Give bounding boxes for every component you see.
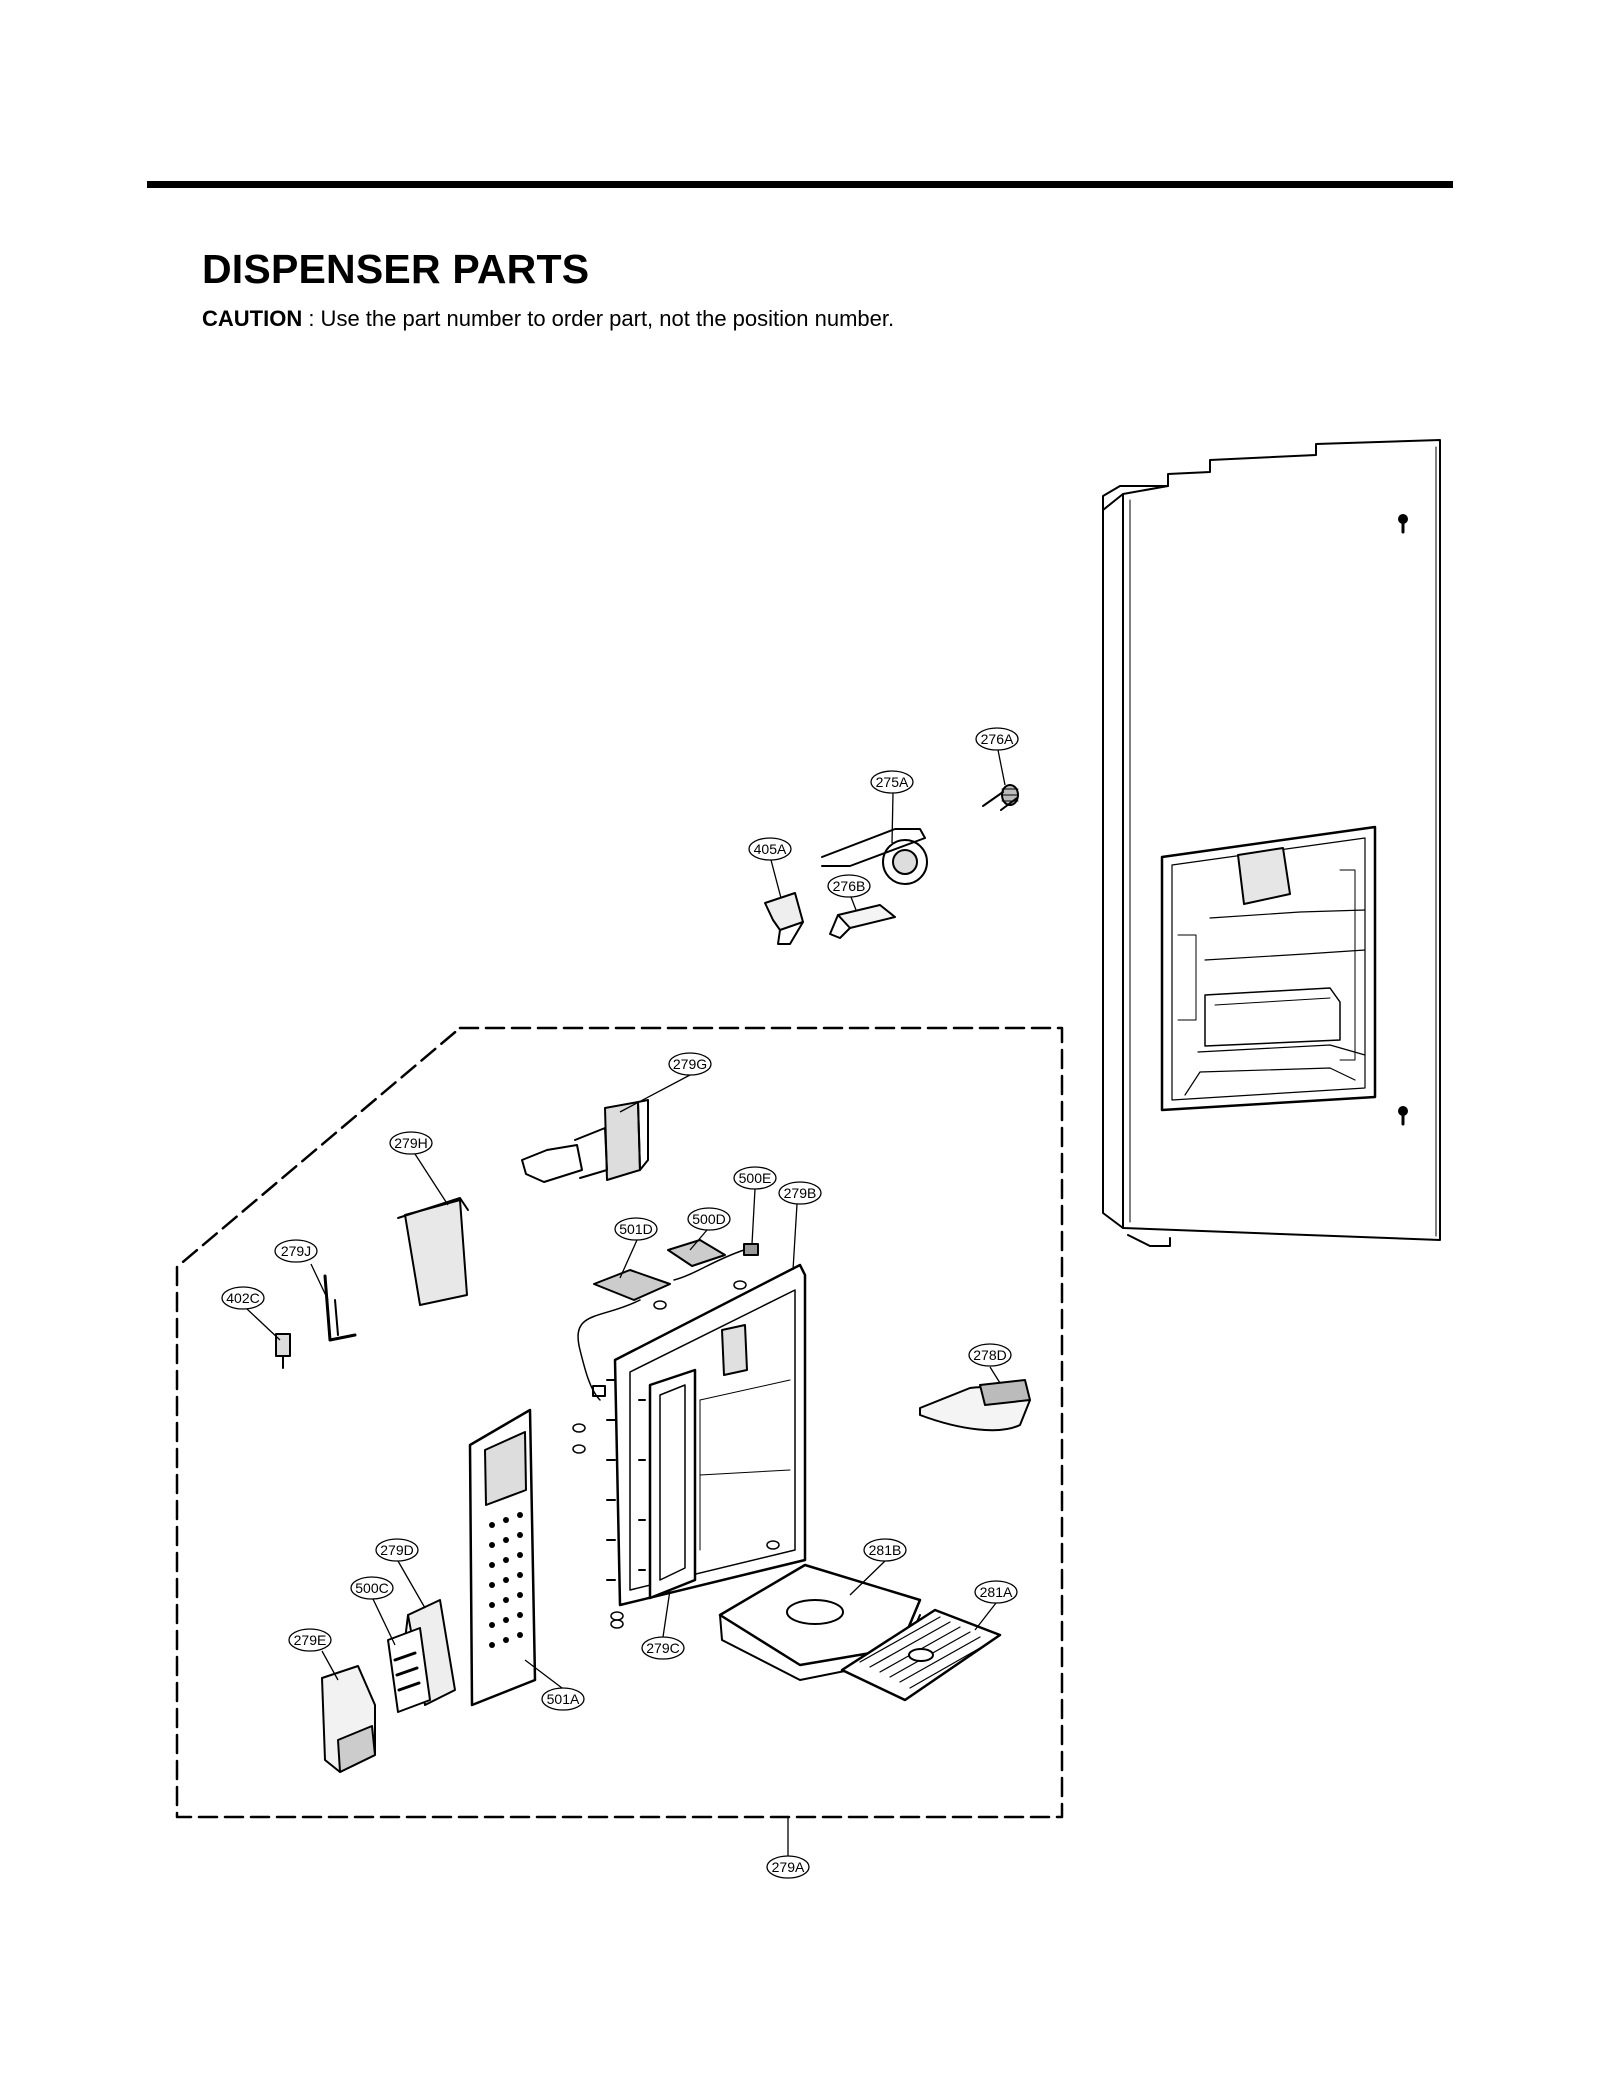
callout-label: 281A — [980, 1584, 1013, 1600]
part-281B-tray — [718, 1563, 922, 1681]
callout-500E: 500E — [733, 1166, 777, 1190]
callout-label: 402C — [226, 1290, 259, 1306]
callout-279A: 279A — [766, 1855, 810, 1879]
kit-boundary-279A — [175, 1026, 1064, 1819]
callout-279C: 279C — [641, 1636, 685, 1660]
callout-label: 500E — [739, 1170, 772, 1186]
part-279H-flap — [397, 1197, 469, 1306]
callout-281B: 281B — [863, 1538, 907, 1562]
callout-276A: 276A — [975, 727, 1019, 751]
header-rule — [147, 181, 1453, 188]
caution-note: CAUTION : Use the part number to order p… — [202, 306, 894, 332]
part-278D-paddle — [919, 1379, 1031, 1432]
callout-label: 405A — [754, 841, 787, 857]
page-title: DISPENSER PARTS — [202, 246, 590, 292]
callout-279G: 279G — [668, 1052, 712, 1076]
part-279E-cover — [321, 1665, 376, 1773]
callout-label: 279B — [784, 1185, 817, 1201]
part-279J-arm — [323, 1274, 357, 1342]
callout-label: 279C — [646, 1640, 679, 1656]
callout-label: 279E — [294, 1632, 327, 1648]
callout-405A: 405A — [748, 837, 792, 861]
callout-label: 279D — [380, 1542, 413, 1558]
callout-279J: 279J — [274, 1239, 318, 1263]
part-405A-switch — [764, 892, 804, 945]
caution-text: : Use the part number to order part, not… — [302, 306, 895, 331]
callout-275A: 275A — [870, 770, 914, 794]
callout-500D: 500D — [687, 1207, 731, 1231]
callout-279D: 279D — [375, 1538, 419, 1562]
part-501A-panel — [468, 1408, 537, 1707]
callout-label: 275A — [876, 774, 909, 790]
callout-278D: 278D — [968, 1343, 1012, 1367]
callout-279B: 279B — [778, 1181, 822, 1205]
callout-label: 279G — [673, 1056, 707, 1072]
part-279G-duct — [521, 1099, 649, 1183]
part-276B-bracket — [829, 904, 896, 939]
callout-label: 278D — [973, 1347, 1006, 1363]
callout-276B: 276B — [827, 874, 871, 898]
callout-label: 276A — [981, 731, 1014, 747]
callout-501D: 501D — [614, 1217, 658, 1241]
callouts: 276A 275A 405A 276B 279G 279H 500E 279B … — [221, 727, 1019, 1879]
callout-279E: 279E — [288, 1628, 332, 1652]
callout-label: 281B — [869, 1542, 902, 1558]
part-279B-housing — [606, 1263, 807, 1607]
callout-label: 279J — [281, 1243, 311, 1259]
callout-label: 276B — [833, 878, 866, 894]
leader-lines — [246, 749, 1006, 1856]
callout-402C: 402C — [221, 1286, 265, 1310]
part-501D-board — [577, 1239, 726, 1401]
callout-label: 500D — [692, 1211, 725, 1227]
part-279C-frame — [638, 1368, 697, 1600]
callout-label: 501D — [619, 1221, 652, 1237]
callout-501A: 501A — [541, 1687, 585, 1711]
callout-label: 501A — [547, 1691, 580, 1707]
callout-281A: 281A — [974, 1580, 1018, 1604]
part-500C-board — [387, 1627, 431, 1713]
callout-label: 500C — [355, 1580, 388, 1596]
part-281A-grille — [840, 1608, 1002, 1702]
callout-label: 279A — [772, 1859, 805, 1875]
refrigerator-door — [1102, 439, 1441, 1247]
callout-500C: 500C — [350, 1576, 394, 1600]
part-276A-spring — [982, 784, 1019, 811]
screws — [572, 1280, 780, 1629]
part-275A-lever — [821, 828, 928, 885]
callout-label: 279H — [394, 1135, 427, 1151]
caution-label: CAUTION — [202, 306, 303, 331]
part-500E-connector — [673, 1243, 759, 1281]
callout-279H: 279H — [389, 1131, 433, 1155]
